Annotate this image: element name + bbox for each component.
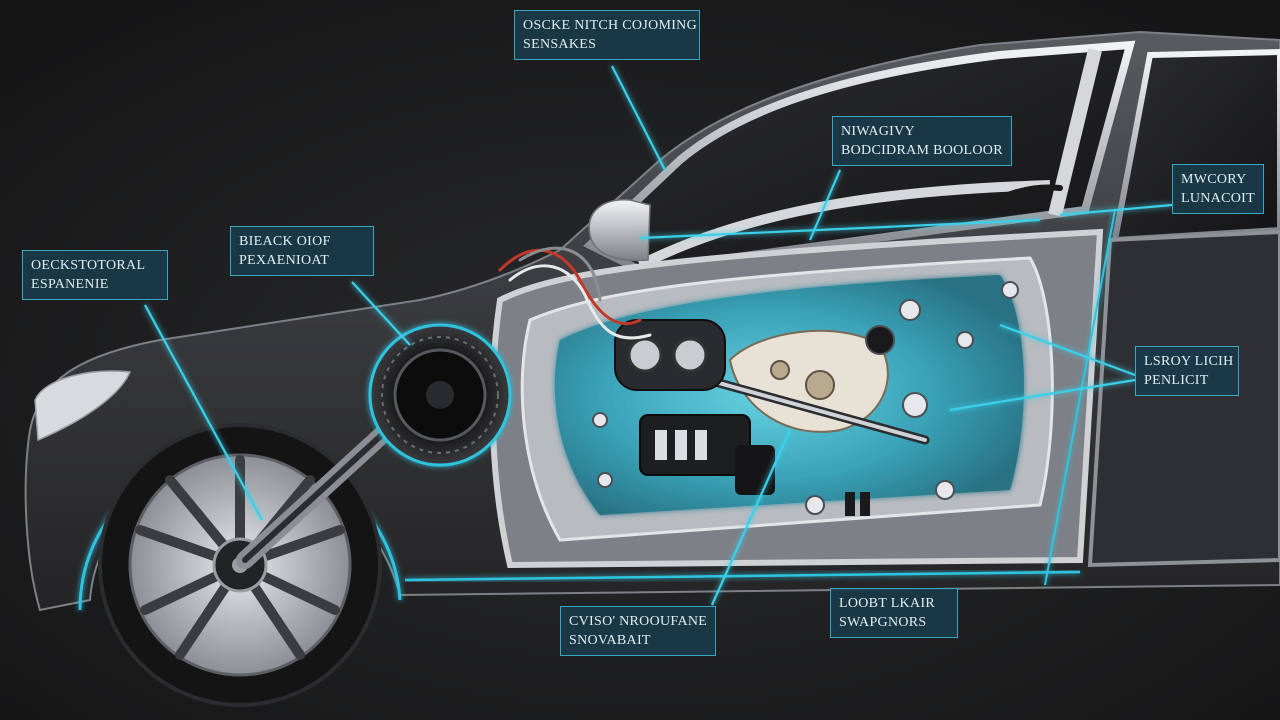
door-handle-slot <box>860 492 870 516</box>
wiring-harness <box>498 184 1063 340</box>
rocker-glow <box>404 570 1081 582</box>
leader-lines <box>144 65 1173 606</box>
door-handle-slot <box>845 492 855 516</box>
callout-lock-unit: LSROY LICIH PENLICIT <box>1135 346 1239 396</box>
headlight <box>34 370 132 442</box>
callout-speaker: BIEACK OIOF PEXAENIOAT <box>230 226 374 276</box>
door-fasteners <box>592 281 1019 515</box>
rear-door <box>1087 229 1280 568</box>
callout-sensors: OSCKE NITCH COJOMING SENSAKES <box>514 10 700 60</box>
callout-door-speakers: LOOBT LKAIR SWAPGNORS <box>830 588 958 638</box>
callout-memory-unit: MWCORY LUNACOIT <box>1172 164 1264 214</box>
window-regulator-icon <box>685 329 930 445</box>
callout-window-control: NIWAGIVY BODCIDRAM BOOLOOR <box>832 116 1012 166</box>
side-mirror <box>588 199 651 262</box>
callout-regulator: CVISO' NROOUFANE SNOVABAIT <box>560 606 716 656</box>
door-edge-glow <box>1044 209 1116 586</box>
speaker-icon <box>368 323 512 467</box>
callout-electrical: OECKSTOTORAL ESPANENIE <box>22 250 168 300</box>
window-trim <box>637 180 1051 270</box>
